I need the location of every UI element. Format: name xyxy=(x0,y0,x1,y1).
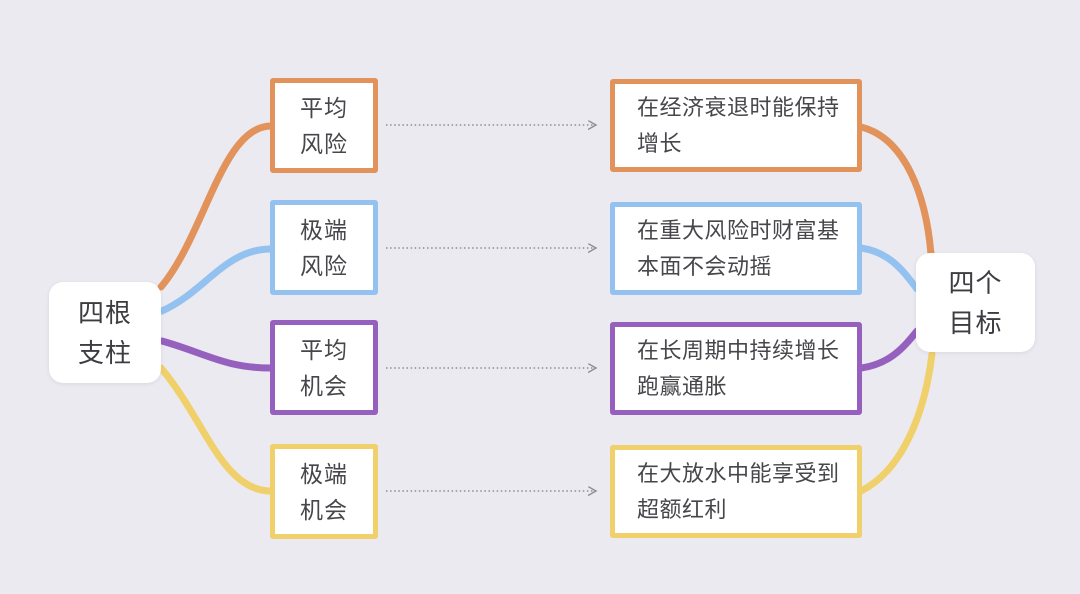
root-node-four-pillars[interactable]: 四根 支柱 xyxy=(49,282,161,383)
goal-node-average-opportunity-label: 在长周期中持续增长跑赢通胀 xyxy=(637,337,840,399)
goal-node-average-risk-label: 在经济衰退时能保持增长 xyxy=(637,94,840,156)
branch-curve-extreme-risk-right xyxy=(857,244,921,293)
branch-curve-extreme-risk-left xyxy=(158,245,275,315)
branch-node-average-risk-label: 平均 风险 xyxy=(300,94,348,157)
goal-node-average-risk[interactable]: 在经济衰退时能保持增长 xyxy=(610,79,862,172)
branch-node-extreme-opportunity-label: 极端 机会 xyxy=(300,460,348,523)
root-node-four-goals-label: 四个 目标 xyxy=(948,267,1003,338)
goal-node-extreme-opportunity-label: 在大放水中能享受到超额红利 xyxy=(637,460,840,522)
branch-curve-average-risk-left xyxy=(157,122,275,291)
goal-node-extreme-risk[interactable]: 在重大风险时财富基本面不会动摇 xyxy=(610,202,862,295)
branch-curve-extreme-opportunity-left xyxy=(157,364,275,495)
goal-node-average-opportunity[interactable]: 在长周期中持续增长跑赢通胀 xyxy=(610,322,862,415)
branch-curve-average-opportunity-right xyxy=(857,327,921,372)
root-node-four-pillars-label: 四根 支柱 xyxy=(77,297,132,368)
branch-node-extreme-opportunity[interactable]: 极端 机会 xyxy=(270,444,378,539)
branch-node-extreme-risk-label: 极端 风险 xyxy=(300,216,348,279)
branch-node-average-opportunity[interactable]: 平均 机会 xyxy=(270,320,378,415)
branch-curve-average-opportunity-left xyxy=(158,337,275,372)
branch-node-average-opportunity-label: 平均 机会 xyxy=(300,336,348,399)
root-node-four-goals[interactable]: 四个 目标 xyxy=(916,253,1035,352)
goal-node-extreme-risk-label: 在重大风险时财富基本面不会动摇 xyxy=(637,217,840,279)
branch-node-average-risk[interactable]: 平均 风险 xyxy=(270,78,378,173)
goal-node-extreme-opportunity[interactable]: 在大放水中能享受到超额红利 xyxy=(610,445,862,538)
branch-curve-average-risk-right xyxy=(857,123,935,258)
branch-node-extreme-risk[interactable]: 极端 风险 xyxy=(270,200,378,295)
branch-curve-extreme-opportunity-right xyxy=(857,350,936,495)
